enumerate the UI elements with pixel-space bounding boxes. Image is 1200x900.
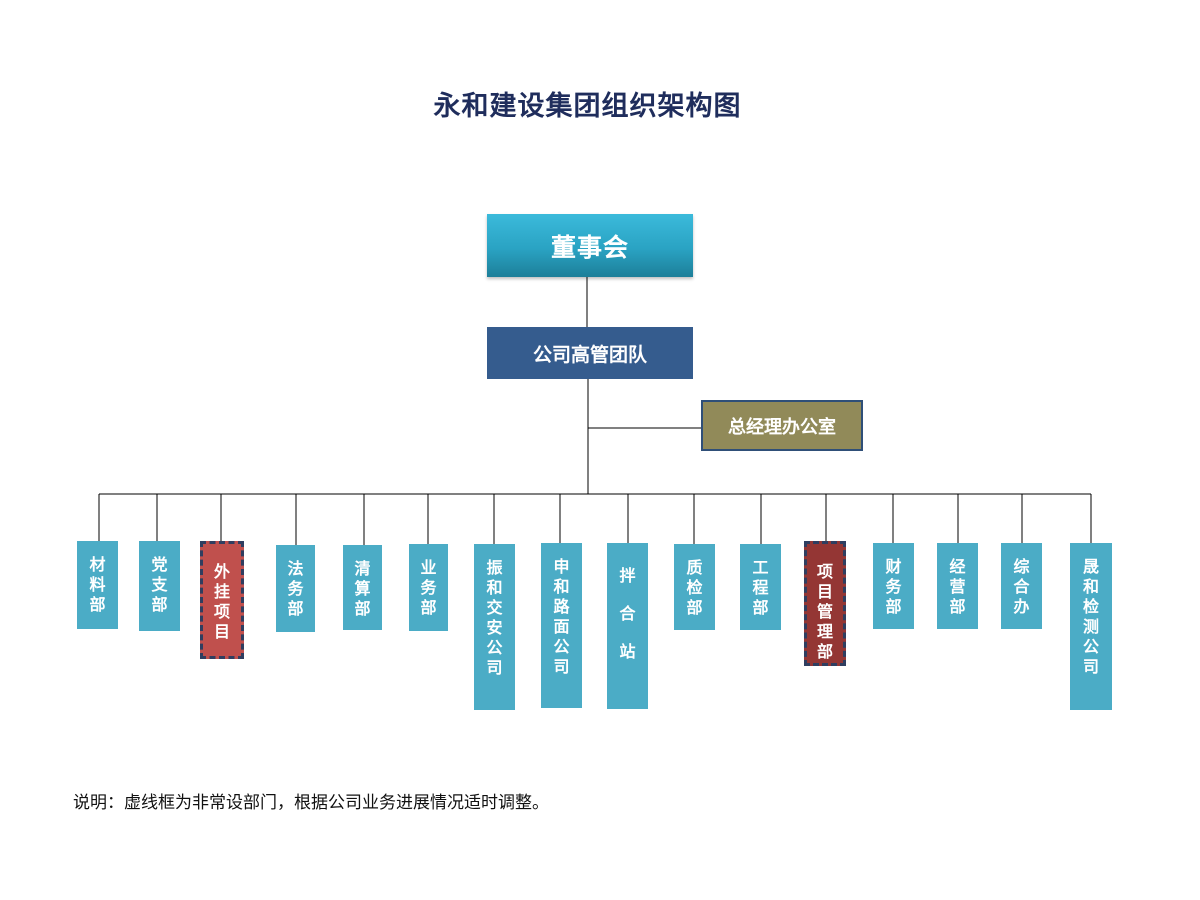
department-box: 拌合站 — [607, 543, 648, 709]
department-box: 工程部 — [740, 544, 781, 630]
department-box: 申和路面公司 — [541, 543, 582, 708]
board-of-directors-box: 董事会 — [487, 214, 693, 277]
management-team-box: 公司高管团队 — [487, 327, 693, 379]
department-box: 党支部 — [139, 541, 180, 631]
department-box: 清算部 — [343, 545, 382, 630]
chart-title: 永和建设集团组织架构图 — [433, 91, 742, 122]
department-box: 项目管理部 — [804, 541, 846, 666]
department-box: 业务部 — [409, 544, 448, 631]
department-box: 材料部 — [77, 541, 118, 629]
department-box: 综合办 — [1001, 543, 1042, 629]
department-box: 晟和检测公司 — [1070, 543, 1112, 710]
department-box: 经营部 — [937, 543, 978, 629]
footnote: 说明：虚线框为非常设部门，根据公司业务进展情况适时调整。 — [73, 793, 549, 813]
department-box: 法务部 — [276, 545, 315, 632]
gm-office-box: 总经理办公室 — [701, 400, 863, 451]
department-box: 外挂项目 — [200, 541, 244, 659]
department-box: 振和交安公司 — [474, 544, 515, 710]
department-box: 财务部 — [873, 543, 914, 629]
department-box: 质检部 — [674, 544, 715, 630]
